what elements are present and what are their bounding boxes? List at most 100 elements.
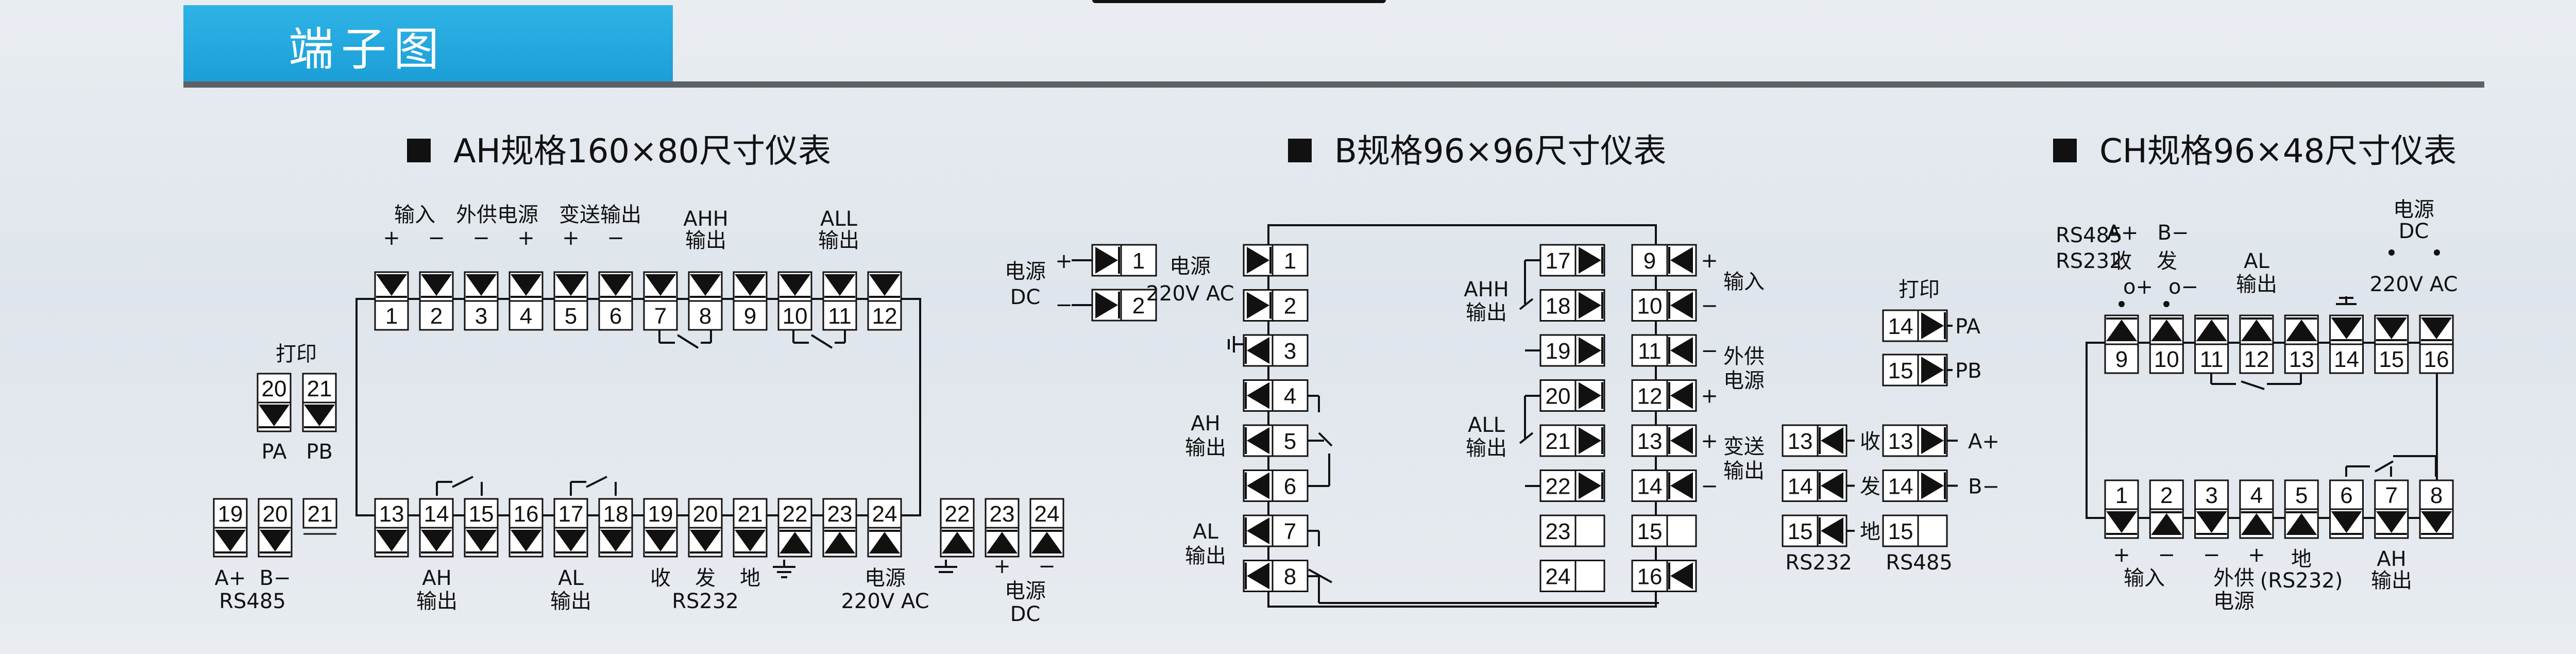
page-title: 端子图 bbox=[289, 23, 447, 76]
terminal-arrow bbox=[1247, 292, 1269, 319]
ch-sign-bottom: − bbox=[2203, 543, 2221, 567]
terminal-box bbox=[1882, 309, 1919, 342]
b-232-name: RS232 bbox=[1785, 551, 1852, 575]
ah-bottom-terminal: 19 bbox=[643, 498, 678, 558]
terminal-number: 4 bbox=[2250, 483, 2263, 508]
ah-485-terminal: 20 bbox=[258, 498, 293, 558]
b-right-terminal: 12 bbox=[1631, 379, 1697, 412]
terminal-number: 11 bbox=[2200, 347, 2224, 372]
ah-bottom-terminal: 15 bbox=[464, 498, 499, 558]
ah-label-ah-out: 输出 bbox=[416, 590, 457, 613]
terminal-arrow bbox=[1095, 247, 1118, 274]
ch-label-rs485: RS485 bbox=[2056, 224, 2123, 247]
ch-top-terminal: 15 bbox=[2374, 314, 2409, 374]
ah-dc-plus: + bbox=[993, 555, 1011, 578]
terminal-arrow bbox=[824, 532, 855, 554]
ch-label-dc: DC bbox=[2399, 220, 2429, 243]
ch-label-rs232: RS232 bbox=[2056, 249, 2123, 273]
terminal-number: 14 bbox=[1788, 474, 1813, 499]
terminal-box bbox=[257, 373, 292, 404]
ah-top-terminal: 12 bbox=[867, 271, 902, 331]
b-label-transmit: 变送 bbox=[1723, 435, 1765, 459]
side-dc-dc: DC bbox=[1010, 286, 1041, 309]
b-label-power: 电源 bbox=[1170, 255, 1211, 278]
ah-label-power: 电源 bbox=[865, 566, 906, 590]
ah-485-name: RS485 bbox=[219, 590, 286, 613]
terminal-arrow bbox=[1579, 472, 1601, 499]
ah-label-ahh-out: 输出 bbox=[685, 229, 726, 253]
b-sign: + bbox=[1701, 384, 1718, 408]
ah-bottom-terminal: 21 bbox=[733, 498, 768, 558]
ch-label-ah: AH bbox=[2377, 547, 2406, 571]
terminal-arrow bbox=[1821, 472, 1843, 499]
terminal-box bbox=[509, 498, 544, 529]
ch-label-supply2: 电源 bbox=[2213, 590, 2255, 613]
terminal-number: 20 bbox=[1546, 384, 1571, 409]
terminal-box bbox=[1631, 379, 1668, 412]
ah-label-al: AL bbox=[558, 566, 584, 590]
terminal-number: 9 bbox=[744, 304, 756, 329]
terminal-box bbox=[1882, 354, 1919, 387]
b-print-terminal: 15 bbox=[1882, 354, 1948, 387]
ch-label-rs232: (RS232) bbox=[2260, 569, 2343, 593]
b-label-supply: 外供 bbox=[1723, 345, 1765, 368]
terminal-box bbox=[1539, 289, 1577, 322]
b-485-label: B− bbox=[1968, 475, 1999, 499]
terminal-arrow bbox=[2151, 320, 2182, 341]
b-232-terminal: 14 bbox=[1782, 469, 1848, 502]
ah-label-tx: 发 bbox=[695, 566, 716, 590]
terminal-number: 5 bbox=[1284, 429, 1296, 454]
terminal-number: 2 bbox=[2160, 483, 2173, 508]
terminal-number: 10 bbox=[2154, 347, 2179, 372]
ah-print-pa: PA bbox=[262, 440, 287, 464]
terminal-arrow bbox=[1247, 337, 1269, 364]
terminal-number: 19 bbox=[218, 501, 243, 527]
terminal-box bbox=[1272, 560, 1309, 592]
ah-sign: − bbox=[428, 226, 445, 250]
terminal-number: 13 bbox=[1888, 429, 1913, 454]
terminal-box bbox=[2239, 343, 2274, 374]
terminal-arrow bbox=[215, 530, 246, 551]
terminal-arrow bbox=[466, 530, 497, 551]
ch-bottom-terminal: 3 bbox=[2194, 479, 2229, 539]
ch-label-al-out: 输出 bbox=[2236, 273, 2277, 296]
terminal-box bbox=[1539, 334, 1577, 367]
bullet-square bbox=[1288, 139, 1312, 162]
terminal-number: 8 bbox=[699, 304, 711, 329]
terminal-number: 6 bbox=[609, 304, 622, 329]
terminal-arrow bbox=[645, 530, 676, 551]
terminal-arrow bbox=[2286, 513, 2317, 535]
b-print-pa: PA bbox=[1955, 315, 1981, 339]
ah-dc-power: 电源 bbox=[1005, 579, 1046, 603]
b-right-terminal: 9 bbox=[1631, 244, 1697, 277]
terminal-box bbox=[2419, 343, 2454, 374]
b-left-terminal: 2 bbox=[1243, 289, 1309, 322]
terminal-number: 15 bbox=[1888, 358, 1913, 383]
ch-bottom-terminal: 8 bbox=[2419, 479, 2454, 539]
b-mid-terminal: 19 bbox=[1539, 334, 1605, 367]
ah-top-terminal: 6 bbox=[598, 271, 633, 331]
terminal-number: 1 bbox=[1132, 248, 1145, 274]
b-left-terminal: 5 bbox=[1243, 424, 1309, 457]
ah-sign: − bbox=[472, 226, 490, 250]
terminal-arrow bbox=[376, 530, 407, 551]
terminal-box bbox=[1882, 424, 1919, 457]
terminal-number: 2 bbox=[1132, 293, 1145, 318]
terminal-arrow bbox=[259, 405, 290, 426]
terminal-number: 20 bbox=[693, 501, 718, 527]
ch-label-a: A+ bbox=[2107, 221, 2139, 245]
terminal-box bbox=[2329, 479, 2364, 510]
terminal-arrow bbox=[304, 405, 335, 426]
b-label-ahh: AHH bbox=[1464, 278, 1509, 301]
ah-top-terminal: 3 bbox=[464, 271, 499, 331]
terminal-arrow bbox=[1821, 427, 1843, 454]
terminal-number: 10 bbox=[783, 304, 808, 329]
terminal-number: 3 bbox=[2205, 483, 2217, 508]
ch-bottom-terminal: 4 bbox=[2239, 479, 2274, 539]
b-relay bbox=[1519, 298, 1534, 310]
terminal-arrow bbox=[421, 274, 452, 296]
terminal-box bbox=[258, 498, 293, 529]
ah-label-ahh: AHH bbox=[683, 207, 728, 231]
terminal-arrow bbox=[2376, 511, 2407, 533]
terminal-number: 7 bbox=[2385, 483, 2398, 508]
